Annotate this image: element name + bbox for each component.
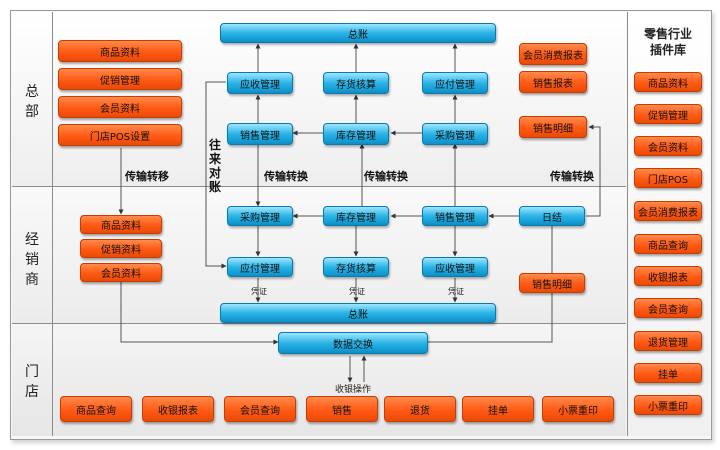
plugin-item-product-data: 商品资料 (634, 72, 702, 92)
hq-item-product-data: 商品资料 (58, 40, 182, 62)
hq-sales-report: 销售报表 (519, 71, 587, 93)
dist-sales: 销售管理 (422, 206, 488, 226)
dist-purchase: 采购管理 (227, 206, 293, 226)
arrow-daily-to-sales-detail (586, 124, 601, 217)
dist-item-promotion-data: 促销资料 (80, 239, 162, 258)
hq-item-promotion: 促销管理 (58, 68, 182, 90)
caption-transfer-1: 传输转换 (264, 170, 308, 183)
voucher-label-1: 凭证 (251, 287, 267, 296)
hq-ledger: 总账 (220, 23, 496, 43)
dist-daily-close: 日结 (519, 206, 585, 226)
store-item-cashier-report: 收银报表 (142, 396, 214, 422)
caption-transfer-left: 传输转移 (125, 170, 169, 183)
plugin-item-return-management: 退货管理 (634, 331, 702, 351)
row-label-headquarters: 总部 (25, 84, 39, 120)
dist-item-product-data: 商品资料 (80, 215, 162, 234)
data-exchange: 数据交换 (278, 332, 428, 354)
row-label-store: 门店 (25, 364, 39, 400)
plugin-item-hold-order: 挂单 (634, 363, 702, 383)
hq-member-report: 会员消费报表 (519, 43, 587, 65)
plugin-item-member-data: 会员资料 (634, 136, 702, 156)
row-label-column (12, 12, 53, 436)
hq-sales: 销售管理 (227, 123, 293, 145)
row-label-distributor: 经销商 (25, 232, 39, 288)
caption-cashier-operation: 收银操作 (335, 385, 372, 395)
store-item-hold-order: 挂单 (462, 396, 534, 422)
hq-receivable: 应收管理 (227, 72, 293, 94)
plugin-item-store-pos: 门店POS (634, 168, 702, 188)
caption-transfer-2: 传输转换 (364, 170, 408, 183)
store-item-sales: 销售 (306, 396, 378, 422)
store-item-reprint-receipt: 小票重印 (542, 396, 614, 422)
dist-stock: 库存管理 (323, 206, 389, 226)
hq-stock: 库存管理 (323, 123, 389, 145)
plugin-library-title: 零售行业 插件库 (643, 27, 692, 57)
hq-item-pos-settings: 门店POS设置 (58, 124, 182, 146)
hq-item-member-data: 会员资料 (58, 96, 182, 118)
voucher-label-3: 凭证 (448, 287, 464, 296)
hq-inventory-account: 存货核算 (323, 72, 389, 94)
store-item-member-query: 会员查询 (224, 396, 296, 422)
plugin-item-reprint-receipt: 小票重印 (634, 395, 702, 415)
dist-sales-detail: 销售明细 (519, 273, 585, 293)
dist-inventory-account: 存货核算 (323, 257, 389, 277)
dist-payable: 应付管理 (227, 257, 293, 277)
plugin-item-member-report: 会员消费报表 (634, 201, 702, 221)
caption-transfer-3: 传输转换 (550, 170, 594, 183)
store-item-product-query: 商品查询 (60, 396, 132, 422)
hq-payable: 应付管理 (422, 72, 488, 94)
line-detail-to-exchange (428, 292, 553, 343)
voucher-label-2: 凭证 (349, 287, 365, 296)
store-item-return: 退货 (384, 396, 456, 422)
plugin-item-member-query: 会员查询 (634, 298, 702, 318)
hq-purchase: 采购管理 (422, 123, 488, 145)
plugin-item-promotion: 促销管理 (634, 104, 702, 124)
plugin-item-cashier-report: 收银报表 (634, 266, 702, 286)
arrow-dist-to-exchange (120, 282, 279, 345)
dist-receivable: 应收管理 (422, 257, 488, 277)
plugin-item-product-query: 商品查询 (634, 234, 702, 254)
dist-item-member-data: 会员资料 (80, 263, 162, 282)
reconcile-loop (205, 81, 227, 269)
caption-reconcile: 往来对账 (208, 138, 221, 194)
dist-ledger: 总账 (220, 303, 496, 323)
hq-sales-detail: 销售明细 (519, 116, 587, 138)
